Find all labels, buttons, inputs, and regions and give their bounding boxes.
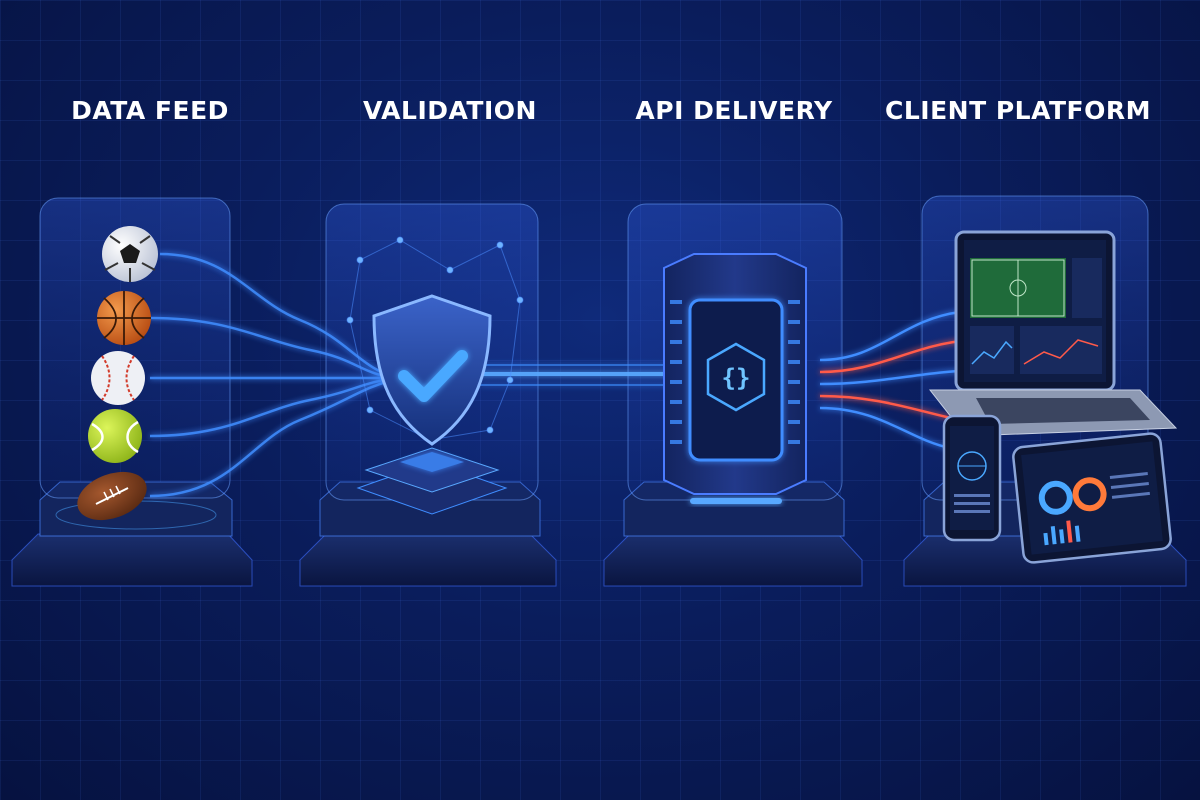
server-code-icon: {}	[663, 253, 807, 504]
validation-platform	[356, 447, 508, 515]
stage-title-validation: VALIDATION	[363, 96, 537, 125]
soccer-ball-icon	[102, 226, 158, 282]
tablet-icon	[1012, 432, 1172, 564]
stage-title-client-platform: CLIENT PLATFORM	[884, 96, 1151, 125]
phone-icon	[942, 414, 1002, 542]
football-icon	[77, 471, 147, 521]
stage-title-data-feed: DATA FEED	[71, 96, 229, 125]
baseball-icon	[91, 351, 145, 405]
client-stream-lines	[819, 310, 976, 450]
stage-title-api-delivery: API DELIVERY	[635, 96, 833, 125]
basketball-icon	[97, 291, 151, 345]
shield-check-icon	[372, 294, 492, 446]
network-mesh	[346, 236, 524, 444]
svg-text:{}: {}	[722, 364, 751, 392]
data-stream-beam	[470, 364, 680, 386]
tennis-ball-icon	[88, 409, 142, 463]
data-stream-lines	[149, 252, 401, 498]
laptop-icon	[928, 230, 1178, 437]
